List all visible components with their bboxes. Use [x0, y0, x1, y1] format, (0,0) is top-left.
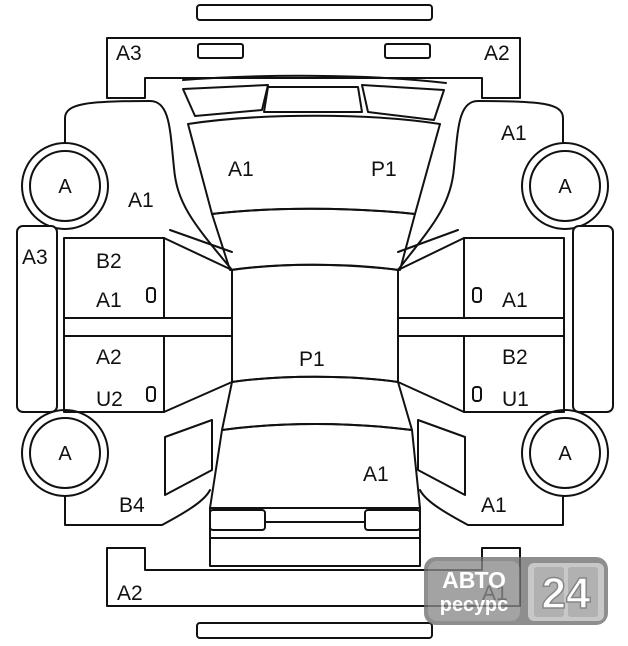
label-hood-right: P1 [371, 158, 397, 181]
left-doors [63, 237, 233, 413]
watermark-logo: АВТО ресурс 24 [424, 557, 608, 625]
front-bumper [106, 4, 521, 99]
wheel-rear-right [521, 409, 609, 497]
label-wheel-rear-left: A [58, 443, 72, 465]
watermark-number: 24 [542, 569, 591, 618]
label-rear-door-left-lower: U2 [96, 388, 123, 411]
trunk-area [209, 423, 421, 567]
watermark-line1: АВТО [442, 567, 506, 593]
label-rear-door-right-upper: B2 [502, 346, 528, 369]
label-front-bumper-right: A2 [484, 42, 510, 65]
label-hood-left: A1 [228, 158, 254, 181]
label-rear-fender-right: A1 [481, 494, 507, 517]
label-rear-door-left-upper: A2 [96, 346, 122, 369]
label-front-fender-left: A1 [128, 189, 154, 212]
wheel-rear-left [21, 409, 109, 497]
label-front-bumper-left: A3 [116, 42, 142, 65]
watermark-line2: ресурс [440, 594, 508, 616]
rear-bumper [106, 547, 521, 639]
rear-fenders [64, 419, 564, 526]
label-wheel-front-left: A [58, 176, 72, 198]
label-wheel-front-right: A [558, 176, 572, 198]
hood-area [182, 74, 447, 271]
right-doors [397, 237, 565, 413]
label-trunk: A1 [363, 463, 389, 486]
label-side-skirt-left: A3 [22, 246, 48, 269]
label-front-door-right: A1 [502, 289, 528, 312]
wheel-front-right [521, 142, 609, 230]
side-skirt-right [572, 225, 614, 413]
label-front-door-left-lower: A1 [96, 289, 122, 312]
label-wheel-rear-right: A [558, 443, 572, 465]
label-front-fender-right: A1 [501, 122, 527, 145]
side-skirt-left [16, 225, 58, 413]
label-front-door-left-upper: B2 [96, 250, 122, 273]
label-rear-bumper-left: A2 [117, 582, 143, 605]
front-fenders [64, 100, 564, 271]
label-rear-door-right-lower: U1 [502, 388, 529, 411]
label-rear-fender-left: B4 [119, 494, 145, 517]
wheel-front-left [21, 142, 109, 230]
label-roof: P1 [299, 348, 325, 371]
